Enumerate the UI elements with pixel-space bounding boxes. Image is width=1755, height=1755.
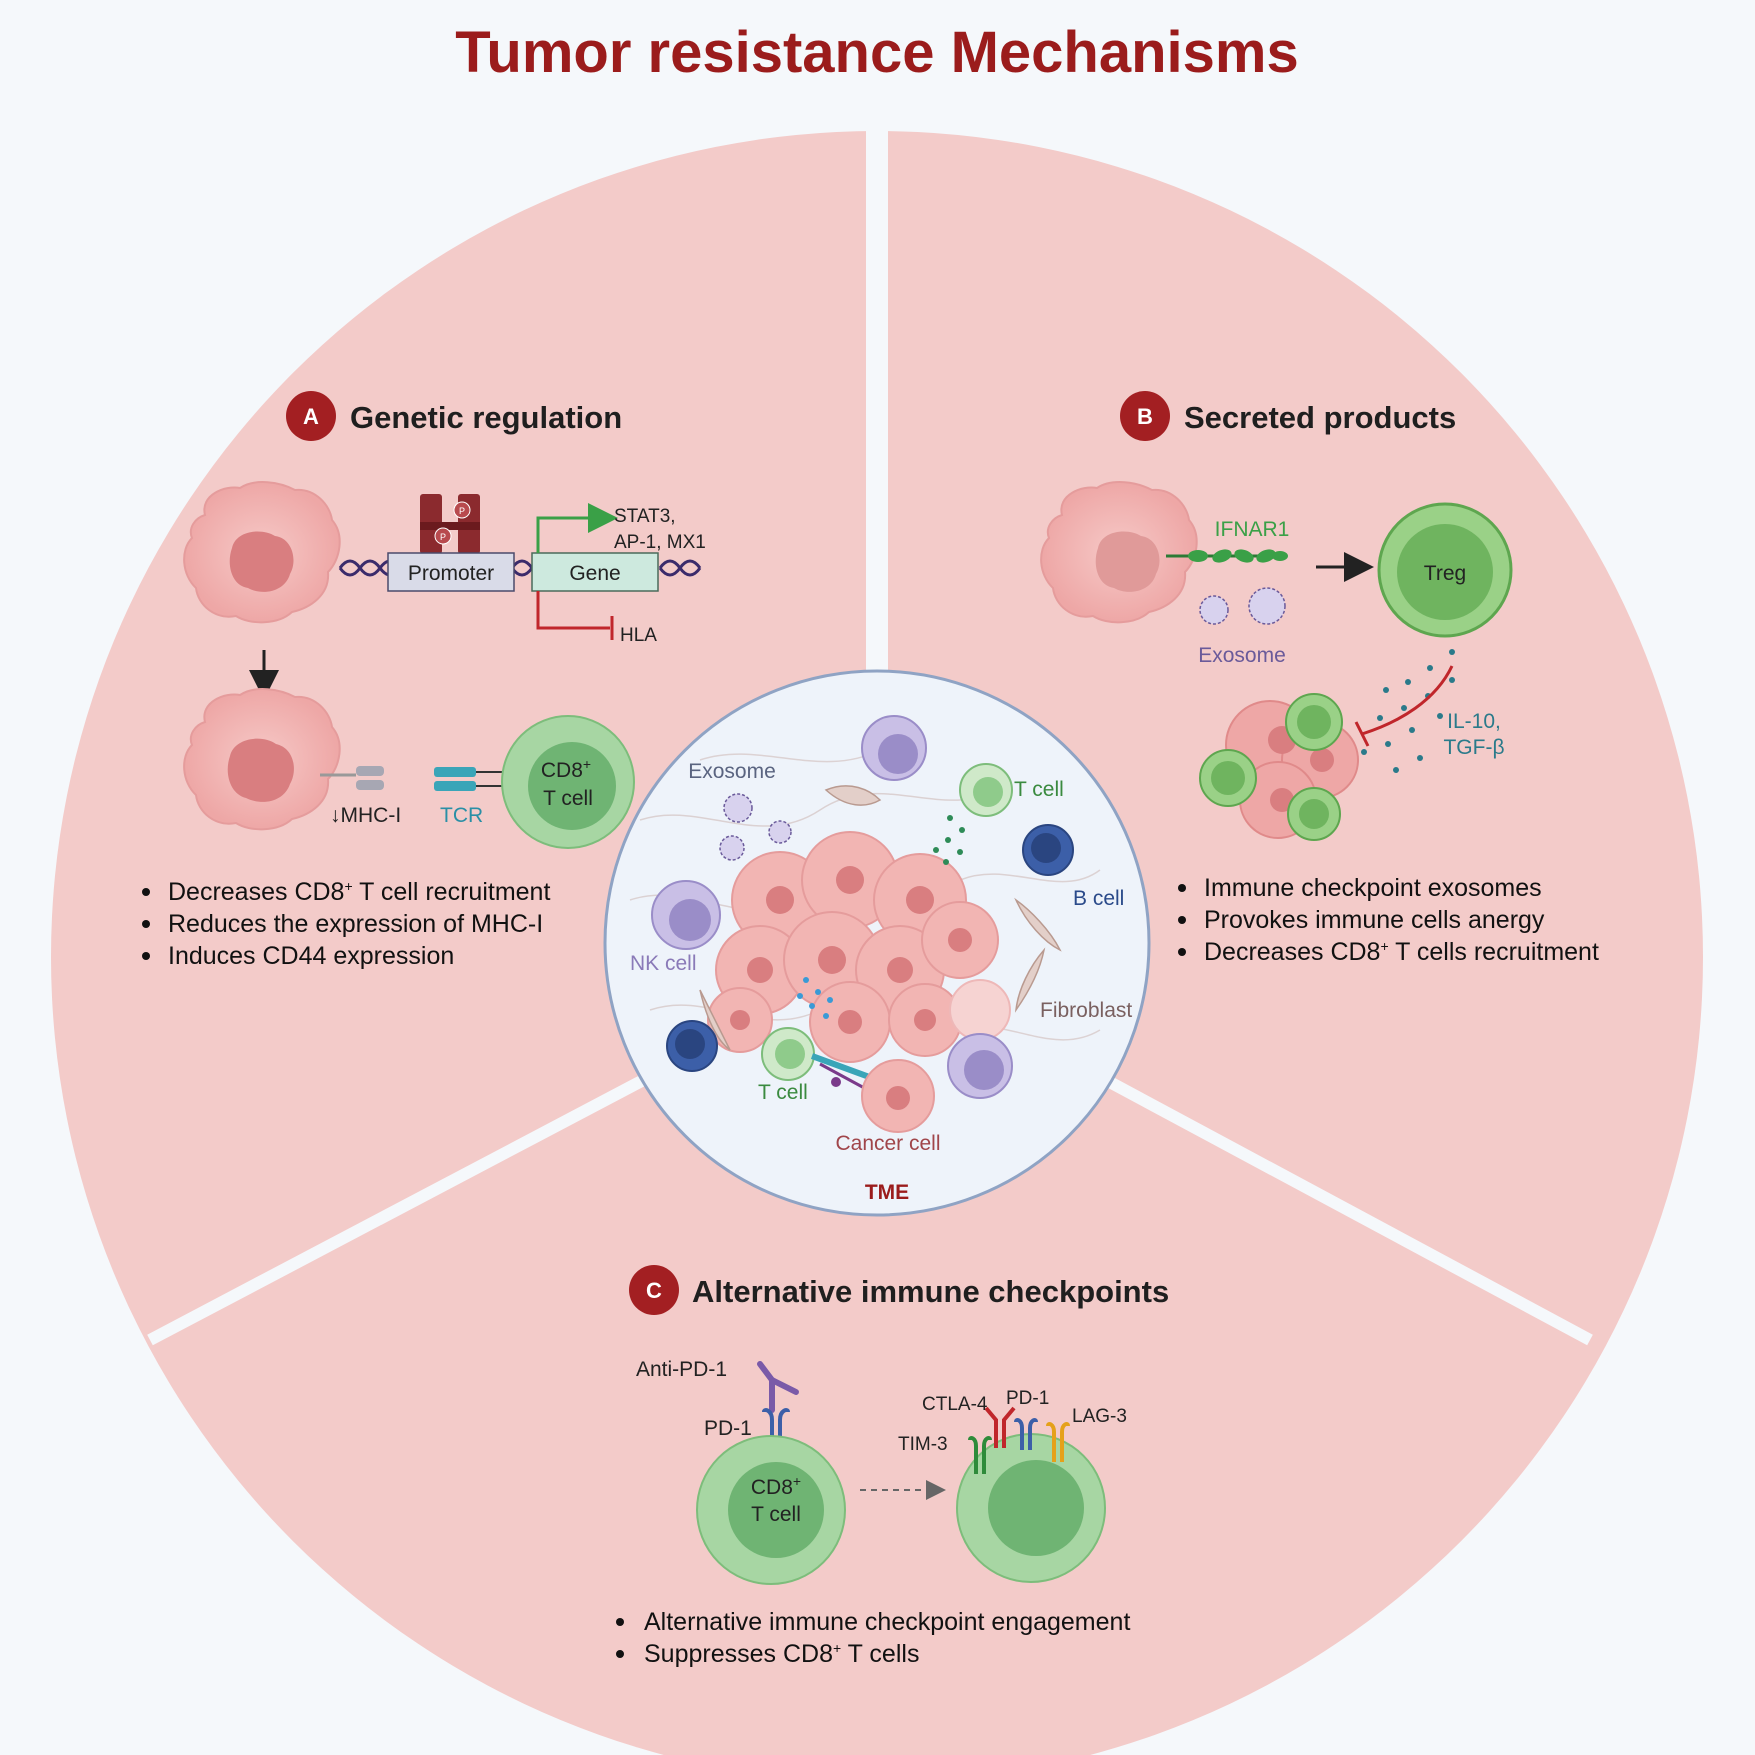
tumor-mass-icon (707, 831, 1011, 1063)
tme-exosome-label: Exosome (688, 760, 776, 783)
treg-label: Treg (1424, 562, 1466, 585)
cd8-t-cell-nucleus (528, 742, 616, 830)
b-cell-bottom-nucleus (675, 1029, 705, 1059)
cancer-cell-nucleus (886, 1086, 910, 1110)
treg-cell-nucleus (1397, 524, 1493, 620)
tim3-receptor-icon (968, 1436, 992, 1474)
cd8-t-cell-nucleus (728, 1462, 824, 1558)
ctla4-receptor-icon (984, 1406, 1016, 1448)
section-b-bullets: Immune checkpoint exosomes Provokes immu… (1178, 874, 1599, 966)
section-a-bullet-3: Induces CD44 expression (168, 942, 454, 970)
lag3-receptor-icon (1046, 1422, 1070, 1462)
exosome-icon (1199, 587, 1286, 625)
section-a-heading: Genetic regulation (350, 400, 622, 435)
badge-c-letter: C (646, 1278, 662, 1303)
t-cell-top-nucleus (973, 777, 1003, 807)
inhibition-bar (1354, 721, 1370, 747)
tumor-cluster-icon (1199, 693, 1359, 841)
section-b-bullet-1: Immune checkpoint exosomes (1204, 874, 1542, 902)
repressed-gene-label: HLA (620, 625, 657, 646)
nk-cell-bottom-nucleus (964, 1050, 1004, 1090)
cytokine-dots (797, 977, 833, 1019)
immune-synapse-icon (810, 1053, 874, 1092)
exosome-icon (719, 793, 792, 861)
section-a-bullet-2: Reduces the expression of MHC-I (168, 910, 543, 938)
activated-genes-line2: AP-1, MX1 (614, 532, 706, 553)
t-cell-label: T cell (543, 787, 593, 810)
b-cell-top-nucleus (1031, 833, 1061, 863)
tumor-cell-icon (183, 688, 341, 831)
tme-fibroblast-label: Fibroblast (1040, 999, 1132, 1022)
lag3-label: LAG-3 (1072, 1406, 1127, 1427)
section-a-bullets: Decreases CD8+ T cell recruitment Reduce… (142, 878, 550, 970)
tim3-label: TIM-3 (898, 1434, 948, 1455)
section-c-bullet-1: Alternative immune checkpoint engagement (644, 1608, 1130, 1636)
pd1-right-label: PD-1 (1006, 1388, 1049, 1409)
mhc-i-icon (320, 766, 384, 790)
tcr-label: TCR (440, 804, 483, 827)
cytokine-label-line2: TGF-β (1443, 736, 1504, 759)
badge-b (1120, 391, 1170, 441)
tme-t-cell-top-label: T cell (1014, 778, 1064, 801)
tme-circle: Exosome T cell B cell NK cell Fibroblast (603, 669, 1151, 1217)
section-b-heading: Secreted products (1184, 400, 1456, 435)
activation-arrow (536, 503, 618, 553)
badge-a (286, 391, 336, 441)
ifnar1-receptor-icon (1166, 549, 1288, 563)
antibody-icon (757, 1361, 799, 1413)
page-title: Tumor resistance Mechanisms (455, 20, 1298, 85)
exosome-label: Exosome (1198, 644, 1286, 667)
tumor-cell-icon (183, 481, 341, 624)
section-a: A Genetic regulation P P Promoter Gene (142, 391, 706, 970)
transcription-factor-icon: P P (420, 494, 480, 554)
anti-pd1-label: Anti-PD-1 (636, 1358, 727, 1381)
ctla4-label: CTLA-4 (922, 1394, 988, 1415)
cd8-label: CD8+ (541, 756, 591, 782)
tme-label: TME (865, 1181, 909, 1204)
section-b: B Secreted products IFNAR1 Exosome Treg (1040, 391, 1599, 966)
repression-line (536, 591, 614, 640)
t-cell-bottom-nucleus (775, 1039, 805, 1069)
phospho-label-1: P (459, 506, 465, 516)
gene-box (531, 552, 659, 592)
section-c-bullet-2: Suppresses CD8+ T cells (644, 1640, 919, 1668)
tme-t-cell-bottom-label: T cell (758, 1081, 808, 1104)
badge-b-letter: B (1137, 404, 1153, 429)
inhibition-curve (1361, 665, 1454, 736)
nk-cell-left-nucleus (669, 899, 711, 941)
tumor-cell-icon (1040, 481, 1198, 624)
tme-nk-cell-label: NK cell (630, 952, 697, 975)
section-c: C Alternative immune checkpoints Anti-PD… (616, 1265, 1169, 1668)
ifnar1-label: IFNAR1 (1215, 518, 1290, 541)
mhc-label: ↓MHC-I (330, 804, 401, 827)
promoter-label: Promoter (408, 562, 494, 585)
nk-cell-top-nucleus (878, 734, 918, 774)
activated-genes-line1: STAT3, (614, 506, 676, 527)
badge-c (629, 1265, 679, 1315)
section-c-bullets: Alternative immune checkpoint engagement… (616, 1608, 1130, 1668)
section-b-bullet-2: Provokes immune cells anergy (1204, 906, 1545, 934)
section-c-heading: Alternative immune checkpoints (692, 1274, 1169, 1309)
cd8-label: CD8+ (751, 1473, 801, 1499)
t-cell-label: T cell (751, 1503, 801, 1526)
phospho-label-2: P (440, 532, 446, 542)
section-b-bullet-3: Decreases CD8+ T cells recruitment (1204, 938, 1599, 966)
pd1-receptor-icon (1014, 1418, 1038, 1450)
cytokine-label-line1: IL-10, (1447, 710, 1501, 733)
exhausted-t-cell-nucleus (988, 1460, 1084, 1556)
cytokine-dots (933, 815, 965, 865)
tme-cancer-cell-label: Cancer cell (835, 1132, 940, 1155)
promoter-box (387, 552, 515, 592)
fibroblast-icon (699, 785, 1062, 1051)
badge-a-letter: A (303, 404, 319, 429)
section-a-bullet-1: Decreases CD8+ T cell recruitment (168, 878, 550, 906)
tme-b-cell-label: B cell (1073, 887, 1124, 910)
gene-label: Gene (569, 562, 620, 585)
pd1-left-label: PD-1 (704, 1417, 752, 1440)
